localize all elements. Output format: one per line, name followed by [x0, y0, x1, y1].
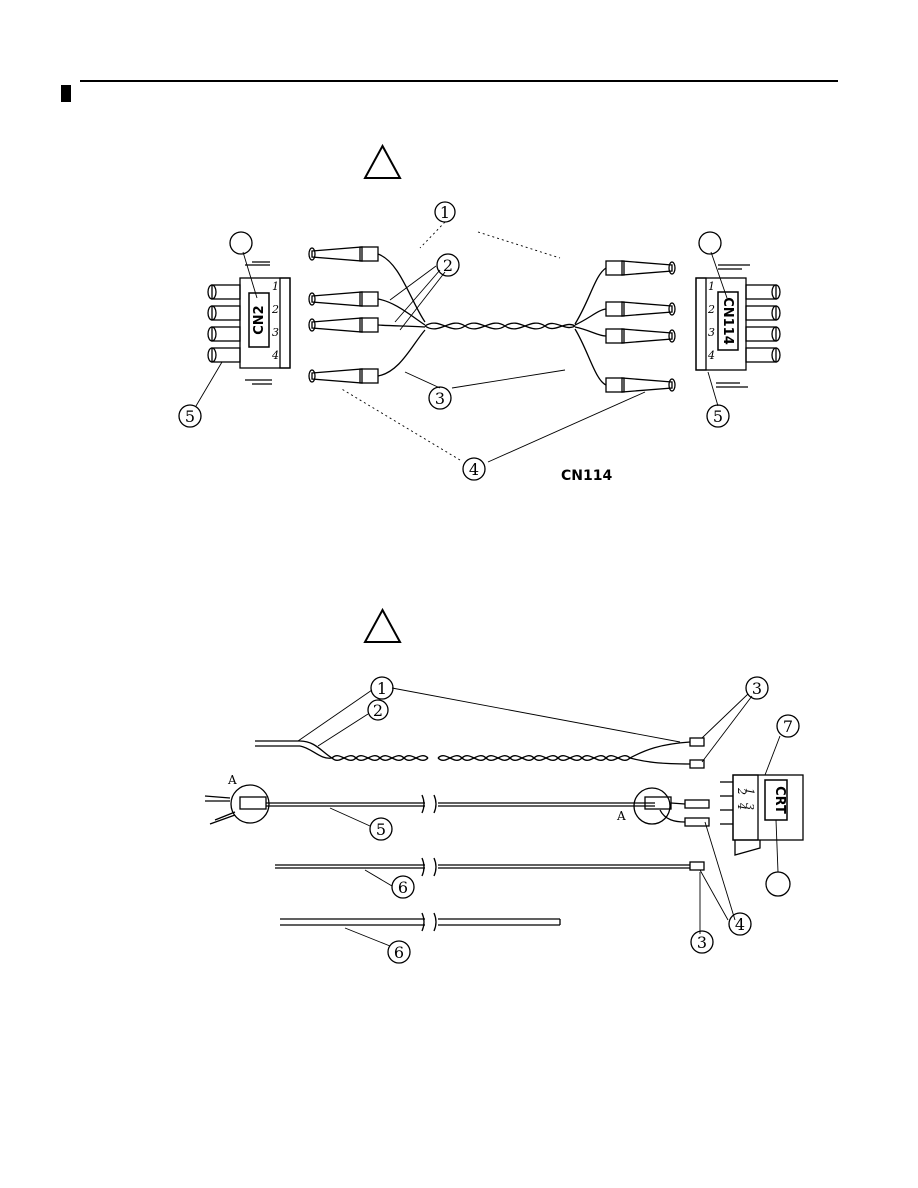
callout-1-label: 1	[377, 679, 387, 698]
crt-pin-3: 3	[743, 803, 756, 810]
callout-3-top	[745, 676, 769, 700]
callout-6-upper	[391, 875, 415, 899]
cn114-pins	[745, 284, 781, 363]
detail-a-right-label: A	[616, 809, 626, 823]
cn114-pin-2: 2	[707, 303, 715, 316]
blank-callout-right	[698, 231, 722, 255]
callout-3-bottom-label: 3	[697, 933, 707, 952]
callout-2-label: 2	[373, 701, 383, 720]
callout-5-left	[178, 404, 202, 428]
crt-label: CRT	[772, 786, 787, 814]
callout-5-label: 5	[376, 820, 386, 839]
warning-triangle-icon	[363, 143, 402, 179]
cable-6-upper	[275, 857, 705, 877]
blank-callout-left	[229, 231, 253, 255]
callout-7	[776, 714, 800, 738]
connector-cn114	[695, 264, 781, 388]
callout-5-left-label: 5	[185, 407, 195, 426]
cn2-pin-3: 3	[272, 326, 279, 339]
detail-a-left	[230, 784, 270, 824]
twisted-pair-cable	[255, 737, 705, 769]
section-marker	[61, 85, 71, 102]
cn114-pin-1: 1	[708, 280, 715, 293]
left-terminals	[308, 246, 379, 384]
diagram1-caption: CN114	[561, 468, 612, 484]
detail-a-left-label: A	[227, 773, 237, 787]
left-wires	[377, 253, 426, 377]
callout-5-right	[706, 404, 730, 428]
callout-4-label: 4	[735, 915, 745, 934]
blank-callout-crt	[765, 871, 791, 897]
warning-triangle-icon	[363, 607, 402, 643]
crt-pin-4: 4	[735, 802, 748, 810]
crt-pin-2: 2	[735, 787, 748, 795]
leader-lines	[195, 221, 728, 463]
cn2-pin-1: 1	[272, 280, 279, 293]
callout-1-label: 1	[440, 203, 450, 222]
callout-7-label: 7	[783, 717, 793, 736]
callout-4	[462, 457, 486, 481]
callout-2	[436, 253, 460, 277]
right-terminals	[605, 260, 676, 393]
callout-1	[434, 201, 456, 223]
cn114-label: CN114	[720, 297, 735, 345]
right-wires	[574, 267, 607, 386]
detail-a-right	[633, 787, 671, 825]
harness-diagram-1: 1 2 3 4 5 5 CN2 CN114 1 2 3 4 1 2 3 4 CN…	[178, 143, 781, 484]
crt-pin-1: 1	[743, 788, 756, 795]
connector-crt	[720, 774, 804, 856]
callout-5	[369, 817, 393, 841]
cn2-pin-2: 2	[271, 303, 279, 316]
callout-2-label: 2	[443, 256, 453, 275]
callout-3-label: 3	[435, 389, 445, 408]
cn2-pins	[207, 284, 241, 363]
callout-3-top-label: 3	[752, 679, 762, 698]
cn2-pin-4: 4	[271, 349, 279, 362]
callout-3-bottom	[690, 930, 714, 954]
cn114-pin-3: 3	[708, 326, 715, 339]
callout-5-right-label: 5	[713, 407, 723, 426]
connector-cn2	[207, 261, 291, 385]
leader-lines	[297, 687, 781, 947]
callout-6-upper-label: 6	[398, 878, 408, 897]
twisted-wire-bundle	[424, 322, 576, 330]
header-rule	[80, 80, 838, 82]
cn114-pin-4: 4	[707, 349, 715, 362]
cable-6-lower	[280, 912, 561, 932]
callout-6-lower-label: 6	[394, 943, 404, 962]
shielded-cable-5	[204, 794, 710, 827]
callout-2	[367, 699, 389, 721]
cn2-label: CN2	[252, 305, 267, 334]
callout-4-label: 4	[469, 460, 479, 479]
callout-6-lower	[387, 940, 411, 964]
callout-3	[428, 386, 452, 410]
callout-1	[370, 676, 394, 700]
callout-4	[728, 912, 752, 936]
